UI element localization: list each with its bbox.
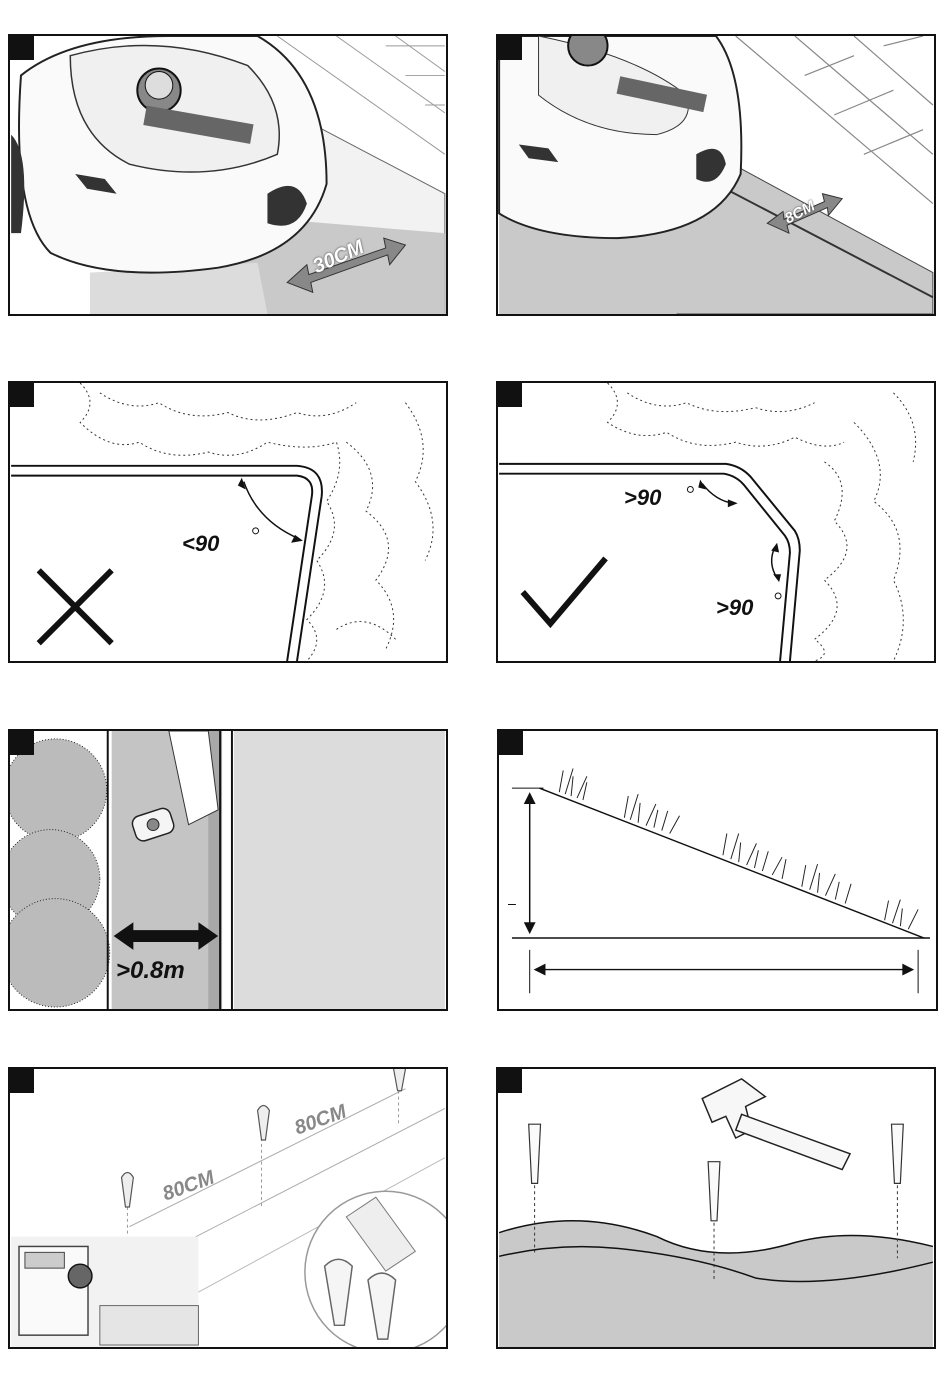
panel-marker [499, 731, 523, 755]
panel-marker [10, 383, 34, 407]
peg-spacing-illustration [10, 1069, 446, 1347]
angle-label-bottom-greater-90: >90 [716, 595, 753, 621]
mower-curb-illustration [498, 36, 934, 314]
panel-marker [10, 1069, 34, 1093]
panel-peg-hammer-ground [496, 1067, 936, 1349]
panel-marker [10, 36, 34, 60]
slope-illustration [499, 731, 936, 1009]
passage-illustration [10, 731, 446, 1009]
panel-slope [497, 729, 938, 1011]
panel-mower-step-30cm: 30CM [8, 34, 448, 316]
panel-corner-obtuse-right: >90 >90 [496, 381, 936, 663]
peg-hammer-illustration [498, 1069, 934, 1347]
panel-marker [498, 36, 522, 60]
angle-label-less-90: <90 [182, 531, 219, 557]
width-label: >0.8m [116, 957, 185, 985]
panel-mower-curb-8cm: 8CM [496, 34, 936, 316]
panel-corner-acute-wrong: <90 [8, 381, 448, 663]
panel-peg-spacing: 80CM 80CM [8, 1067, 448, 1349]
panel-marker [498, 383, 522, 407]
mower-step-illustration [10, 36, 446, 314]
acute-corner-illustration [10, 383, 446, 661]
panel-marker [10, 731, 34, 755]
panel-marker [498, 1069, 522, 1093]
angle-label-top-greater-90: >90 [624, 485, 661, 511]
panel-passage-width: >0.8m [8, 729, 448, 1011]
